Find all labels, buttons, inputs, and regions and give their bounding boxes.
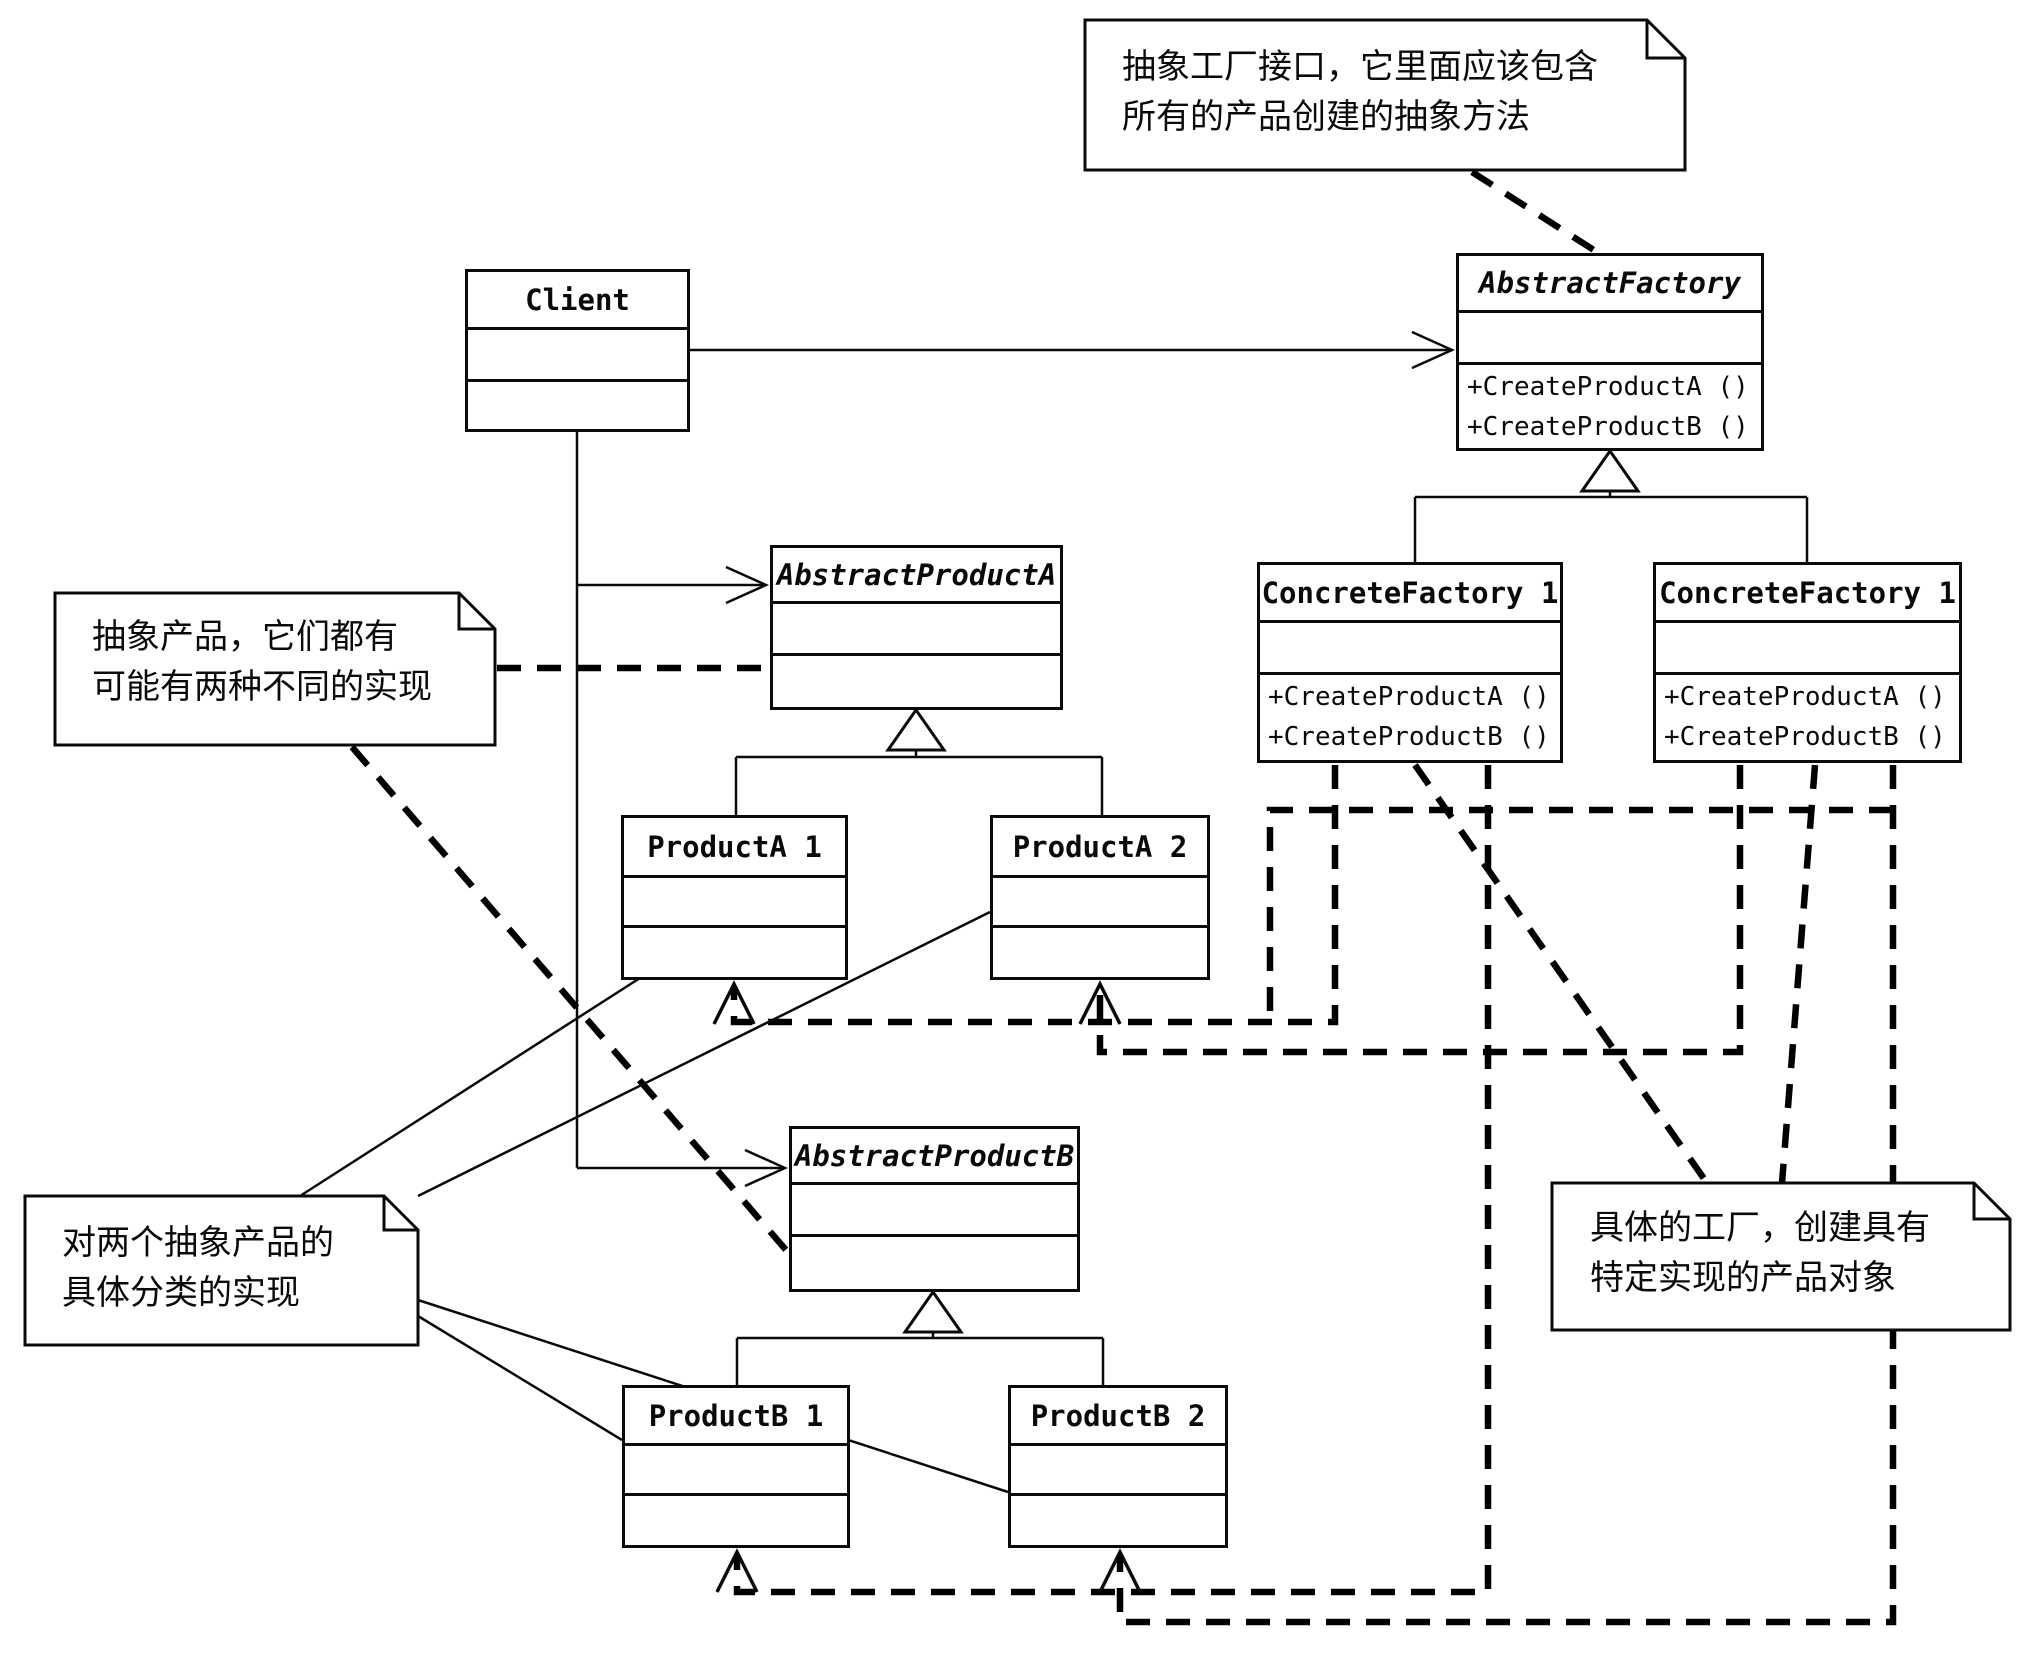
note-factory-interface: 抽象工厂接口，它里面应该包含 所有的产品创建的抽象方法 [1122,42,1598,142]
method-createproducta: +CreateProductA () [1268,682,1550,712]
class-producta1-methods [624,928,845,977]
note-line: 抽象产品，它们都有 [92,617,398,657]
class-client-title: Client [468,272,687,330]
arrowhead-abstractproductb [744,1148,789,1188]
note-shape-concrete-products [23,1194,420,1347]
note-link-top [1470,169,1602,257]
class-concretefactory-1-methods: +CreateProductA () +CreateProductB () [1260,675,1560,760]
note-link-product-a2 [417,910,991,1198]
note-shape-factory-interface [1083,18,1687,172]
class-abstractproductb: AbstractProductB [789,1126,1080,1292]
dep-cf2-product-b2 [1116,765,1897,1626]
note-line: 特定实现的产品对象 [1590,1258,1896,1298]
generalization-triangles [885,448,1641,1334]
dep-cf1-product-a1 [730,765,1339,1026]
note-shape-concrete-factories [1550,1181,2012,1332]
note-concrete-factories: 具体的工厂，创建具有 特定实现的产品对象 [1590,1203,1930,1303]
triangle-abstractfactory [1579,448,1641,493]
class-abstractproductb-methods [792,1237,1077,1289]
solid-association-lines [299,330,1809,1494]
class-abstractfactory-methods: +CreateProductA () +CreateProductB () [1459,365,1761,448]
class-concretefactory-2-methods: +CreateProductA () +CreateProductB () [1656,675,1959,760]
class-concretefactory-1: ConcreteFactory 1 +CreateProductA () +Cr… [1257,562,1563,763]
method-createproducta: +CreateProductA () [1467,372,1749,402]
method-createproductb: +CreateProductB () [1268,722,1550,752]
note-concrete-products: 对两个抽象产品的 具体分类的实现 [62,1218,334,1318]
class-abstractproducta-methods [773,656,1060,707]
class-concretefactory-1-attributes [1260,623,1560,675]
note-link-abstract-product-b [349,744,789,1253]
class-client-attributes [468,330,687,382]
class-abstractfactory-title: AbstractFactory [1459,256,1761,313]
class-abstractfactory: AbstractFactory +CreateProductA () +Crea… [1456,253,1764,451]
class-productb1-title: ProductB 1 [625,1388,847,1446]
arrowhead-product-a2 [1078,980,1122,1025]
class-producta1-title: ProductA 1 [624,818,845,878]
gen-tree-factories [1413,491,1809,562]
arrowhead-product-b2 [1098,1548,1142,1593]
method-createproductb: +CreateProductB () [1467,412,1749,442]
note-line: 所有的产品创建的抽象方法 [1122,97,1530,137]
gen-tree-product-b [735,1332,1105,1385]
note-shape-abstract-products [53,591,497,747]
dep-cf2-product-a2 [1096,765,1744,1056]
note-line: 可能有两种不同的实现 [92,667,432,707]
triangle-abstractproducta [885,707,947,752]
class-productb2-title: ProductB 2 [1011,1388,1225,1446]
dep-routing-line [1266,806,1893,1022]
class-abstractproductb-title: AbstractProductB [792,1129,1077,1185]
class-concretefactory-1-title: ConcreteFactory 1 [1260,565,1560,623]
class-producta2-attributes [993,878,1207,928]
class-producta2-title: ProductA 2 [993,818,1207,878]
note-line: 具体的工厂，创建具有 [1590,1208,1930,1248]
class-producta1-attributes [624,878,845,928]
class-abstractproducta-title: AbstractProductA [773,548,1060,604]
method-createproductb: +CreateProductB () [1664,722,1946,752]
dep-cf1-product-b1 [733,765,1492,1596]
class-producta2-methods [993,928,1207,977]
triangle-abstractproductb [902,1289,964,1334]
arrowhead-abstractfactory [1411,330,1456,370]
class-concretefactory-2-attributes [1656,623,1959,675]
arrowhead-product-a1 [712,980,756,1025]
note-link-factory-left [1412,763,1710,1185]
class-productb2-methods [1011,1496,1225,1545]
note-line: 对两个抽象产品的 [62,1223,334,1263]
class-productb1-methods [625,1496,847,1545]
class-productb1: ProductB 1 [622,1385,850,1548]
note-link-product-a1 [299,976,641,1198]
class-productb2-attributes [1011,1446,1225,1496]
class-abstractproducta-attributes [773,604,1060,656]
note-abstract-products: 抽象产品，它们都有 可能有两种不同的实现 [92,612,432,712]
arrowhead-abstractproducta [725,565,770,605]
class-client: Client [465,269,690,432]
class-productb2: ProductB 2 [1008,1385,1228,1548]
class-concretefactory-2-title: ConcreteFactory 1 [1656,565,1959,623]
class-client-methods [468,382,687,429]
class-productb1-attributes [625,1446,847,1496]
class-concretefactory-2: ConcreteFactory 1 +CreateProductA () +Cr… [1653,562,1962,763]
class-producta1: ProductA 1 [621,815,848,980]
class-abstractproducta: AbstractProductA [770,545,1063,710]
gen-tree-product-a [734,750,1104,815]
dependency-arrowheads [712,980,1142,1593]
note-line: 抽象工厂接口，它里面应该包含 [1122,47,1598,87]
class-producta2: ProductA 2 [990,815,1210,980]
class-abstractfactory-attributes [1459,313,1761,365]
note-link-factory-right [1778,764,1819,1184]
arrowhead-product-b1 [715,1548,759,1593]
note-line: 具体分类的实现 [62,1273,300,1313]
note-link-product-b1 [417,1314,623,1442]
note-shapes [23,18,2012,1347]
class-abstractproductb-attributes [792,1185,1077,1237]
dashed-dependency-lines [349,169,1897,1626]
method-createproducta: +CreateProductA () [1664,682,1946,712]
